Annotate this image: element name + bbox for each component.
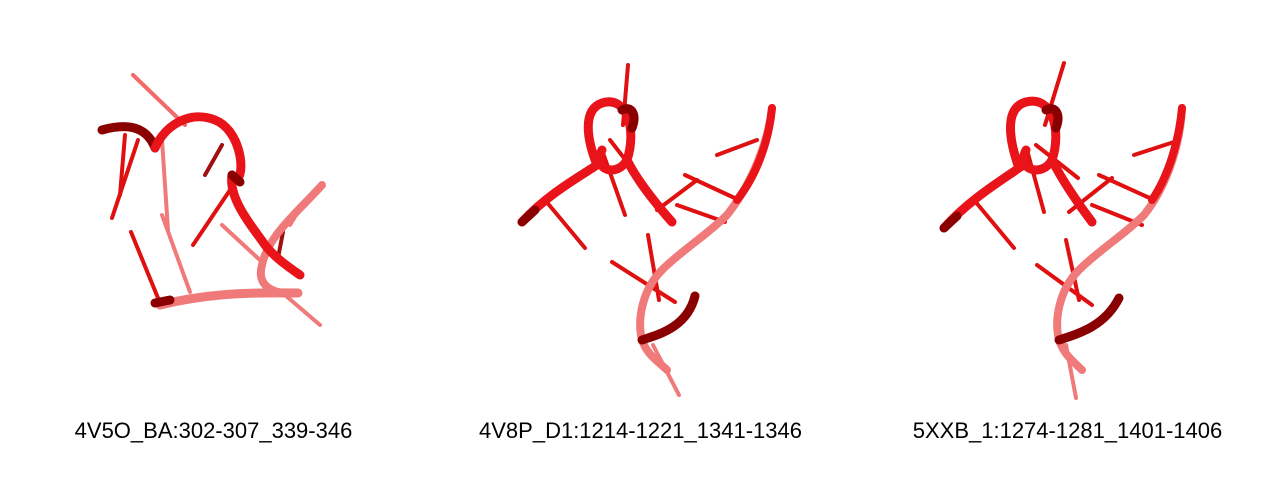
base-stick — [110, 138, 140, 220]
base-stick — [160, 138, 170, 232]
base-stick — [1132, 140, 1176, 157]
backbone — [227, 170, 305, 280]
structure-panel-3: 5XXB_1:1274-1281_1401-1406 — [854, 0, 1280, 480]
base-stick — [131, 73, 187, 127]
backbone-dark — [97, 122, 160, 153]
base-stick — [600, 148, 627, 217]
base-stick — [160, 213, 192, 294]
structure-label-3: 5XXB_1:1274-1281_1401-1406 — [912, 418, 1223, 443]
backbone-dark — [517, 205, 540, 227]
base-stick — [683, 173, 741, 202]
backbone-dark — [1041, 104, 1063, 133]
backbone — [1047, 155, 1097, 227]
base-stick — [543, 198, 587, 250]
base-stick — [283, 293, 322, 327]
rna-structure-2 — [517, 63, 776, 397]
backbone-dark — [227, 170, 245, 187]
base-stick — [1097, 173, 1156, 202]
base-stick — [610, 260, 677, 304]
backbone-faded — [155, 288, 303, 310]
structure-panel-1: 4V5O_BA:302-307_339-346 — [0, 0, 427, 480]
base-stick — [655, 178, 699, 212]
backbone-faded — [256, 181, 326, 298]
backbone-dark — [1054, 293, 1124, 345]
rna-structure-1 — [97, 73, 326, 327]
base-stick — [715, 138, 759, 157]
base-stick — [1025, 148, 1046, 214]
base-stick — [1064, 238, 1081, 302]
backbone-dark — [939, 211, 962, 233]
backbone — [517, 97, 636, 227]
base-stick — [220, 223, 264, 264]
base-stick — [118, 133, 127, 197]
backbone — [733, 104, 776, 204]
rna-structure-3 — [939, 61, 1186, 400]
backbone — [622, 155, 677, 227]
base-stick — [129, 230, 160, 300]
structure-panel-2: 4V8P_D1:1214-1221_1341-1346 — [427, 0, 854, 480]
backbone — [939, 96, 1061, 233]
backbone — [1148, 104, 1186, 204]
backbone-dark — [150, 295, 175, 308]
backbone-dark — [637, 291, 700, 345]
base-stick — [203, 143, 224, 177]
base-stick — [191, 188, 232, 247]
structure-label-2: 4V8P_D1:1214-1221_1341-1346 — [479, 418, 802, 443]
base-stick — [972, 198, 1016, 250]
backbone — [150, 112, 246, 183]
backbone-dark — [617, 104, 639, 133]
structure-label-1: 4V5O_BA:302-307_339-346 — [74, 418, 353, 443]
